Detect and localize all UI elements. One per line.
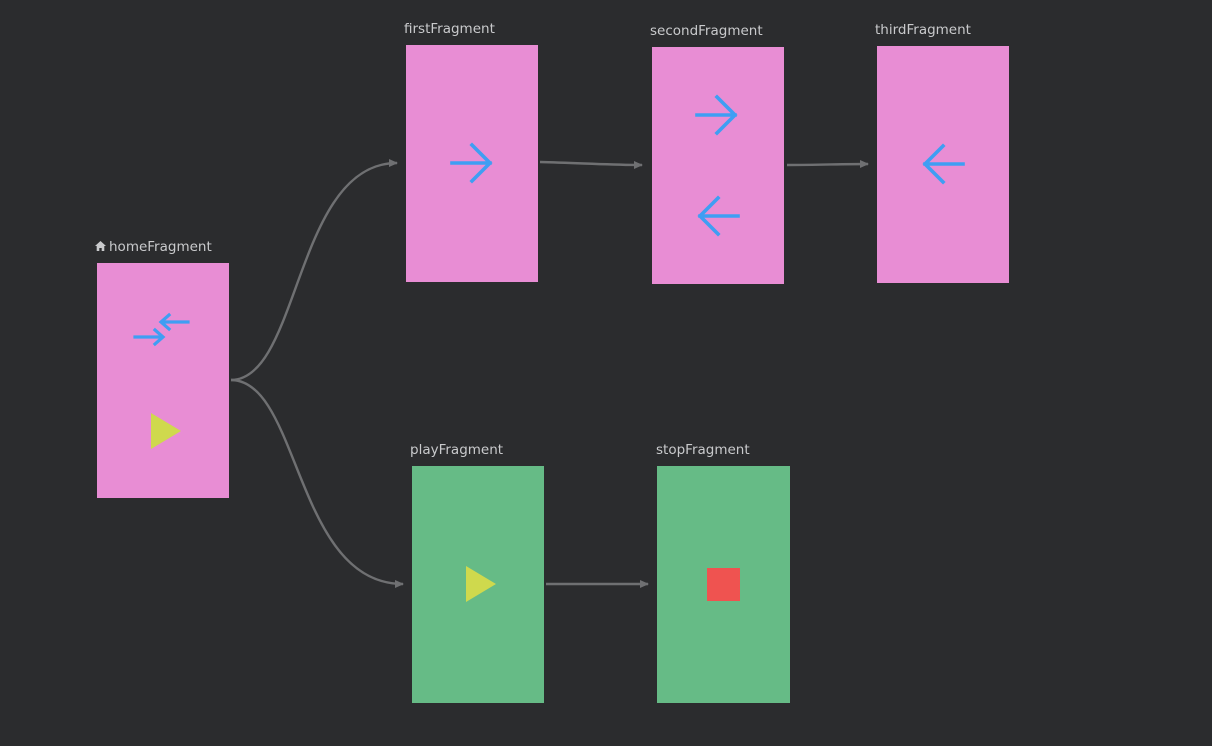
- action-second-to-third[interactable]: [786, 160, 869, 169]
- second-fragment-card[interactable]: [652, 47, 784, 284]
- third-fragment-title: thirdFragment: [875, 22, 971, 38]
- action-home-to-first[interactable]: [230, 159, 398, 382]
- arrow-right-icon: [695, 94, 738, 136]
- action-home-to-play[interactable]: [230, 378, 404, 588]
- arrow-right-icon: [450, 142, 493, 184]
- play-icon: [151, 413, 181, 449]
- action-first-to-second[interactable]: [539, 160, 643, 169]
- stop-fragment-card[interactable]: [657, 466, 790, 703]
- home-fragment-card[interactable]: [97, 263, 229, 498]
- second-fragment-title: secondFragment: [650, 23, 763, 39]
- play-icon: [466, 566, 496, 602]
- arrow-left-icon: [697, 195, 740, 237]
- swap-arrows-icon: [133, 312, 190, 347]
- third-fragment-card[interactable]: [877, 46, 1009, 283]
- stop-icon: [707, 568, 740, 601]
- play-fragment-title: playFragment: [410, 442, 504, 458]
- home-fragment-label: homeFragment: [109, 239, 212, 255]
- first-fragment-title: firstFragment: [404, 21, 495, 37]
- first-fragment-card[interactable]: [406, 45, 538, 282]
- play-fragment-card[interactable]: [412, 466, 544, 703]
- home-icon: [95, 241, 106, 251]
- stop-fragment-title: stopFragment: [656, 442, 750, 458]
- home-fragment-title: homeFragment: [94, 239, 212, 255]
- arrow-left-icon: [922, 143, 965, 185]
